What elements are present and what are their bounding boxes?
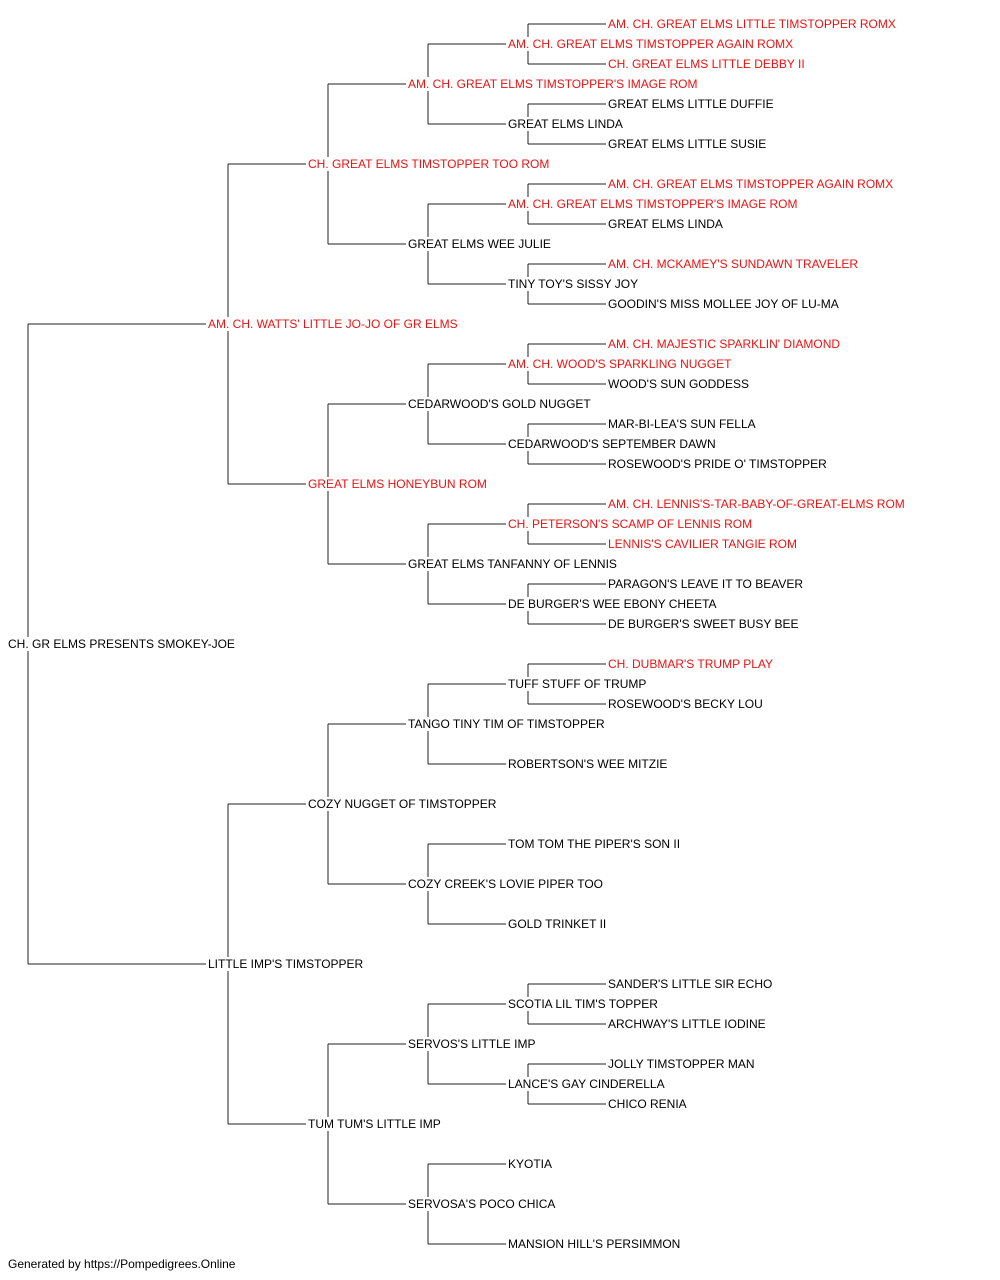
pedigree-name: PARAGON'S LEAVE IT TO BEAVER <box>608 577 806 591</box>
pedigree-name: GOLD TRINKET II <box>508 917 609 931</box>
pedigree-name: GOODIN'S MISS MOLLEE JOY OF LU-MA <box>608 297 841 311</box>
pedigree-name: MANSION HILL'S PERSIMMON <box>508 1237 683 1251</box>
pedigree-name: WOOD'S SUN GODDESS <box>608 377 751 391</box>
pedigree-name: KYOTIA <box>508 1157 555 1171</box>
pedigree-name: CH. GREAT ELMS TIMSTOPPER TOO ROM <box>308 157 552 171</box>
pedigree-name: AM. CH. GREAT ELMS TIMSTOPPER AGAIN ROMX <box>608 177 896 191</box>
pedigree-name: AM. CH. GREAT ELMS TIMSTOPPER AGAIN ROMX <box>508 37 796 51</box>
pedigree-name: GREAT ELMS HONEYBUN ROM <box>308 477 489 491</box>
pedigree-name: TUFF STUFF OF TRUMP <box>508 677 649 691</box>
pedigree-name: TUM TUM'S LITTLE IMP <box>308 1117 443 1131</box>
pedigree-name: AM. CH. GREAT ELMS LITTLE TIMSTOPPER ROM… <box>608 17 898 31</box>
pedigree-name: SANDER'S LITTLE SIR ECHO <box>608 977 775 991</box>
pedigree-name: AM. CH. LENNIS'S-TAR-BABY-OF-GREAT-ELMS … <box>608 497 907 511</box>
pedigree-name: MAR-BI-LEA'S SUN FELLA <box>608 417 758 431</box>
pedigree-name: COZY NUGGET OF TIMSTOPPER <box>308 797 499 811</box>
pedigree-name: CEDARWOOD'S GOLD NUGGET <box>408 397 593 411</box>
pedigree-name: DE BURGER'S SWEET BUSY BEE <box>608 617 801 631</box>
pedigree-name: AM. CH. WATTS' LITTLE JO-JO OF GR ELMS <box>208 317 460 331</box>
pedigree-name: CH. GR ELMS PRESENTS SMOKEY-JOE <box>8 637 237 651</box>
pedigree-name: ROSEWOOD'S PRIDE O' TIMSTOPPER <box>608 457 829 471</box>
pedigree-name: ROBERTSON'S WEE MITZIE <box>508 757 670 771</box>
pedigree-name: CEDARWOOD'S SEPTEMBER DAWN <box>508 437 718 451</box>
pedigree-name: ROSEWOOD'S BECKY LOU <box>608 697 765 711</box>
pedigree-name: CHICO RENIA <box>608 1097 689 1111</box>
pedigree-name: GREAT ELMS WEE JULIE <box>408 237 553 251</box>
pedigree-name: CH. PETERSON'S SCAMP OF LENNIS ROM <box>508 517 755 531</box>
pedigree-name: AM. CH. WOOD'S SPARKLING NUGGET <box>508 357 734 371</box>
pedigree-name: LITTLE IMP'S TIMSTOPPER <box>208 957 366 971</box>
generated-by-footer: Generated by https://Pompedigrees.Online <box>8 1257 236 1271</box>
pedigree-name: ARCHWAY'S LITTLE IODINE <box>608 1017 768 1031</box>
pedigree-name: COZY CREEK'S LOVIE PIPER TOO <box>408 877 606 891</box>
pedigree-name: LENNIS'S CAVILIER TANGIE ROM <box>608 537 799 551</box>
pedigree-name: TINY TOY'S SISSY JOY <box>508 277 641 291</box>
pedigree-name: GREAT ELMS LITTLE DUFFIE <box>608 97 776 111</box>
pedigree-name: CH. GREAT ELMS LITTLE DEBBY II <box>608 57 807 71</box>
pedigree-name: SCOTIA LIL TIM'S TOPPER <box>508 997 660 1011</box>
pedigree-name: TANGO TINY TIM OF TIMSTOPPER <box>408 717 607 731</box>
pedigree-name: AM. CH. MCKAMEY'S SUNDAWN TRAVELER <box>608 257 861 271</box>
pedigree-name: LANCE'S GAY CINDERELLA <box>508 1077 667 1091</box>
pedigree-name: GREAT ELMS TANFANNY OF LENNIS <box>408 557 619 571</box>
pedigree-name: AM. CH. MAJESTIC SPARKLIN' DIAMOND <box>608 337 843 351</box>
pedigree-name: GREAT ELMS LINDA <box>508 117 625 131</box>
pedigree-name: GREAT ELMS LITTLE SUSIE <box>608 137 769 151</box>
pedigree-name: JOLLY TIMSTOPPER MAN <box>608 1057 757 1071</box>
pedigree-name: AM. CH. GREAT ELMS TIMSTOPPER'S IMAGE RO… <box>408 77 700 91</box>
pedigree-name: AM. CH. GREAT ELMS TIMSTOPPER'S IMAGE RO… <box>508 197 800 211</box>
pedigree-name: CH. DUBMAR'S TRUMP PLAY <box>608 657 775 671</box>
pedigree-name: SERVOS'S LITTLE IMP <box>408 1037 538 1051</box>
pedigree-name: DE BURGER'S WEE EBONY CHEETA <box>508 597 719 611</box>
pedigree-name: TOM TOM THE PIPER'S SON II <box>508 837 683 851</box>
pedigree-name: SERVOSA'S POCO CHICA <box>408 1197 558 1211</box>
pedigree-name: GREAT ELMS LINDA <box>608 217 725 231</box>
